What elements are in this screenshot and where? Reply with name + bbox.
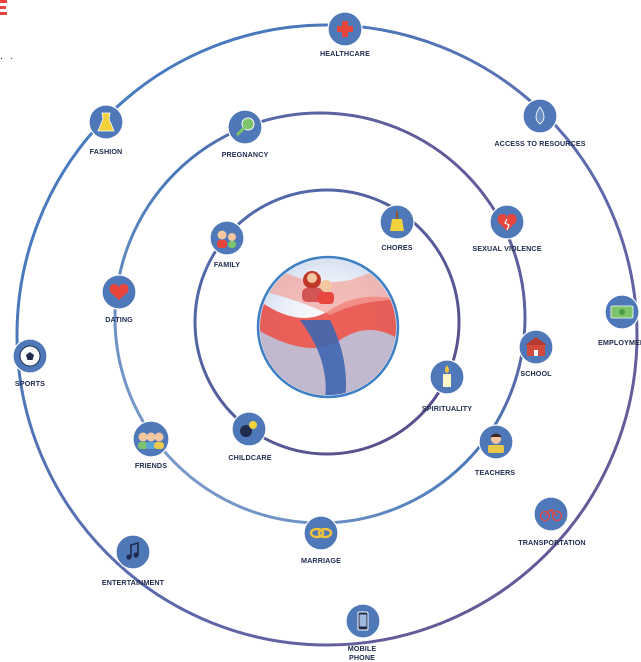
node-family: FAMILY (209, 220, 245, 269)
node-label: FRIENDS (135, 461, 167, 470)
node-marriage: MARRIAGE (301, 515, 341, 565)
heart-icon (109, 284, 129, 300)
node-chores: CHORES (379, 204, 415, 252)
node-label: FASHION (90, 147, 123, 156)
node-label: PREGNANCY (222, 150, 269, 159)
node-label: DATING (105, 315, 133, 324)
family-icon (217, 230, 236, 248)
teacher-icon (488, 433, 504, 453)
bicycle-icon (539, 509, 563, 522)
family-center-icon (302, 271, 334, 304)
node-healthcare: HEALTHCARE (320, 11, 370, 58)
node-label: EMPLOYMENT (598, 338, 641, 347)
node-access-to-resources: ACCESS TO RESOURCES (494, 98, 586, 148)
rattle-icon (235, 117, 255, 137)
node-label: MARRIAGE (301, 556, 341, 565)
node-label: ENTERTAINMENT (102, 578, 165, 587)
schoolhouse-icon (525, 337, 547, 356)
node-label: MOBILE (348, 644, 377, 653)
candle-icon (443, 365, 451, 387)
node-employment: EMPLOYMENT (598, 294, 641, 347)
node-label: SCHOOL (520, 369, 552, 378)
rings-icon (309, 527, 333, 539)
node-pregnancy: PREGNANCY (222, 109, 269, 159)
node-school: SCHOOL (518, 329, 554, 378)
music-note-icon (126, 541, 139, 560)
node-label: CHORES (381, 243, 412, 252)
node-label: TRANSPORTATION (518, 538, 585, 547)
node-circle (209, 220, 245, 256)
friends-icon (138, 432, 164, 449)
soccer-ball-icon (19, 345, 41, 367)
node-entertainment: ENTERTAINMENT (102, 534, 165, 587)
node-label: SPORTS (15, 379, 45, 388)
node-transportation: TRANSPORTATION (518, 496, 586, 547)
medical-cross-icon (337, 21, 353, 37)
outer-ring (15, 23, 639, 647)
node-fashion: FASHION (88, 104, 124, 156)
money-icon (610, 305, 634, 319)
node-dating: DATING (101, 274, 137, 324)
node-label: TEACHERS (475, 468, 515, 477)
ellipsis-marker: . . (0, 50, 16, 62)
node-childcare: CHILDCARE (228, 411, 272, 462)
node-label: FAMILY (214, 260, 240, 269)
water-drop-icon (535, 106, 545, 125)
broom-icon (390, 211, 404, 231)
dress-icon (97, 112, 115, 132)
node-label: CHILDCARE (228, 453, 271, 462)
node-circle (115, 534, 151, 570)
node-label: ACCESS TO RESOURCES (494, 139, 585, 148)
mobile-phone-icon (357, 611, 369, 631)
node-friends: FRIENDS (132, 420, 170, 470)
node-label: SEXUAL VIOLENCE (472, 244, 541, 253)
red-logo-fragment (0, 0, 8, 16)
node-teachers: TEACHERS (475, 424, 515, 477)
node-circle (303, 515, 339, 551)
broken-heart-icon (497, 214, 517, 231)
node-sports: SPORTS (12, 338, 48, 388)
node-label: HEALTHCARE (320, 49, 370, 58)
center-image (256, 255, 400, 399)
node-label-line2: PHONE (349, 653, 375, 662)
inner-ring (193, 188, 461, 456)
node-label: SPIRITUALITY (422, 404, 472, 413)
node-circle (533, 496, 569, 532)
node-spirituality: SPIRITUALITY (422, 359, 472, 413)
pacifier-icon (240, 421, 257, 437)
node-sexual-violence: SEXUAL VIOLENCE (472, 204, 542, 253)
